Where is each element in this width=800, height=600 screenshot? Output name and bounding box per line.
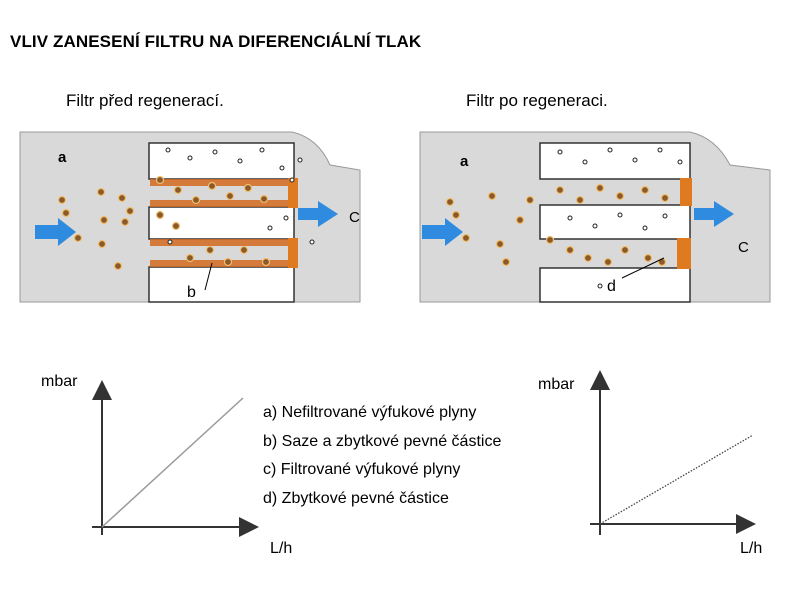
- label-c-before: C: [349, 209, 360, 226]
- soot-layer: [150, 179, 290, 186]
- soot-particles: [57, 175, 271, 271]
- residual-particles: [165, 147, 315, 245]
- soot-plug: [288, 178, 298, 208]
- filter-after-regeneration: [419, 131, 771, 303]
- xlabel-before: L/h: [270, 540, 293, 557]
- filter-channel-bottom: [539, 267, 691, 303]
- label-c-after: C: [738, 239, 749, 256]
- ylabel-before: mbar: [41, 373, 78, 390]
- pressure-line-shallow: [599, 434, 754, 525]
- soot-plug: [288, 238, 298, 268]
- soot-layer: [150, 239, 290, 246]
- inlet-arrow-icon: [35, 218, 76, 246]
- soot-layer: [150, 200, 290, 207]
- label-a-before: a: [58, 149, 67, 166]
- caption-after-regeneration: Filtr po regeneraci.: [466, 91, 608, 110]
- inlet-arrow-icon: [422, 218, 463, 246]
- filter-before-regeneration: [19, 131, 361, 303]
- leader-line-b: [204, 262, 213, 291]
- legend-item-a: a) Nefiltrované výfukové plyny: [263, 404, 477, 421]
- outlet-arrow-icon: [298, 201, 338, 227]
- ylabel-after: mbar: [538, 376, 575, 393]
- legend-item-b: b) Saze a zbytkové pevné částice: [263, 432, 502, 450]
- caption-before-regeneration: Filtr před regenerací.: [66, 91, 224, 110]
- xlabel-after: L/h: [740, 540, 763, 557]
- soot-layer: [150, 260, 290, 267]
- legend-item-d: d) Zbytkové pevné částice: [263, 489, 449, 507]
- label-d: d: [607, 278, 616, 295]
- graph-before: [92, 380, 259, 537]
- filter-channel-top: [148, 142, 295, 180]
- filter-channel-middle: [539, 204, 691, 240]
- residual-plug: [677, 238, 691, 269]
- filter-channel-middle: [148, 206, 295, 240]
- filter-channel-top: [539, 142, 691, 180]
- filter-channel-bottom: [148, 266, 295, 303]
- soot-particles: [445, 183, 670, 267]
- residual-plug: [680, 178, 692, 206]
- legend: a) Nefiltrované výfukové plyny b) Saze a…: [263, 402, 501, 516]
- page-title: VLIV ZANESENÍ FILTRU NA DIFERENCIÁLNÍ TL…: [10, 32, 422, 51]
- label-a-after: a: [460, 153, 469, 170]
- outlet-arrow-icon: [694, 201, 734, 227]
- legend-item-c: c) Filtrované výfukové plyny: [263, 461, 461, 478]
- graph-after: [590, 370, 756, 535]
- leader-line-d: [621, 257, 665, 279]
- label-b: b: [187, 284, 196, 301]
- residual-particles: [557, 147, 683, 289]
- pressure-line-steep: [101, 397, 244, 528]
